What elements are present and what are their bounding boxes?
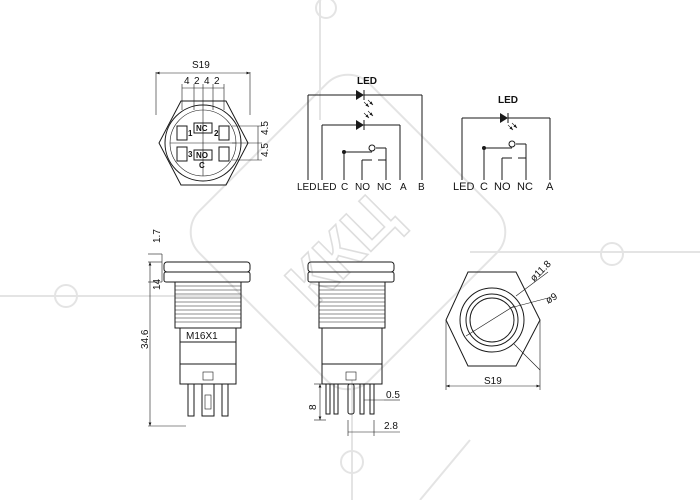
- schematic-left-terminal-c: C: [341, 182, 348, 193]
- schematic-right-terminal-led: LED: [453, 181, 474, 193]
- top-width-label: S19: [484, 376, 502, 387]
- schematic-left: LED LED LED C NO NC A: [297, 76, 425, 193]
- schematic-left-terminal-b: B: [418, 182, 425, 193]
- dim-pin-pitch: 2.8: [384, 421, 398, 432]
- terminal-nc: NC: [196, 124, 208, 133]
- thread-label: M16X1: [186, 331, 218, 342]
- right-dim-1: 4.5: [260, 121, 271, 135]
- watermark-text: ККЦ: [272, 180, 411, 319]
- dim-pin-width: 0.5: [386, 390, 400, 401]
- schematic-left-led-label: LED: [357, 76, 377, 87]
- dia-inner-label: ø9: [544, 291, 560, 307]
- side-view: M16X1 1.7 14 34.6: [140, 229, 251, 427]
- schematic-left-terminal-led-1: LED: [297, 182, 316, 193]
- rear-view: 8 0.5 2.8: [307, 261, 400, 436]
- schematic-right-terminal-a: A: [546, 181, 554, 193]
- top-view: ø11.8 ø9 S19: [445, 258, 560, 390]
- front-view: S19 4 2 4 2 NC NO C 1 2 3 4.5: [155, 60, 271, 186]
- schematic-right-terminal-c: C: [480, 181, 488, 193]
- terminal-1: 1: [188, 129, 193, 138]
- dim-total: 34.6: [140, 329, 151, 349]
- front-width-label: S19: [192, 60, 210, 71]
- schematic-right: LED LED C NO NC A: [453, 95, 554, 193]
- terminal-3: 3: [188, 150, 193, 159]
- dim-middle: 14: [152, 278, 163, 290]
- offset-label-2: 2: [194, 76, 200, 87]
- schematic-left-terminal-nc: NC: [377, 182, 391, 193]
- dia-outer-label: ø11.8: [528, 258, 554, 284]
- schematic-right-terminal-no: NO: [494, 181, 511, 193]
- dim-pin: 8: [308, 404, 319, 410]
- schematic-left-terminal-a: A: [400, 182, 407, 193]
- schematic-right-led-label: LED: [498, 95, 518, 106]
- offset-label-1: 4: [184, 76, 190, 87]
- terminal-c: C: [199, 161, 205, 170]
- terminal-no: NO: [196, 151, 208, 160]
- right-dim-2: 4.5: [260, 143, 271, 157]
- terminal-2: 2: [214, 129, 219, 138]
- offset-label-4: 2: [214, 76, 220, 87]
- schematic-left-terminal-no: NO: [355, 182, 370, 193]
- schematic-right-terminal-nc: NC: [517, 181, 533, 193]
- schematic-left-terminal-led-2: LED: [317, 182, 336, 193]
- offset-label-3: 4: [204, 76, 210, 87]
- dim-top: 1.7: [152, 229, 163, 243]
